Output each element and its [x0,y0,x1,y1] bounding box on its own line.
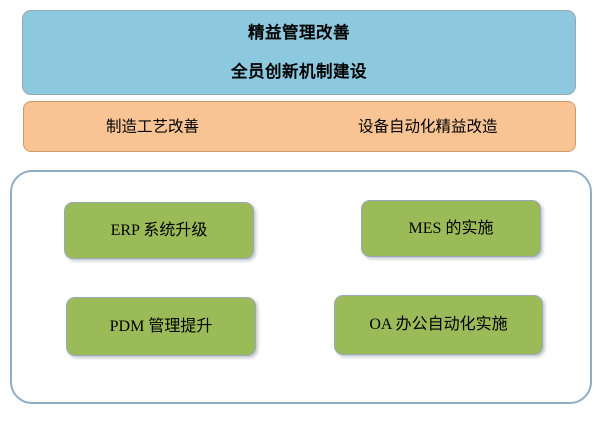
system-box-pdm-label: PDM 管理提升 [109,317,213,335]
system-box-pdm[interactable]: PDM 管理提升 [66,297,256,356]
system-box-oa[interactable]: OA 办公自动化实施 [334,295,543,355]
improvement-banner: 制造工艺改善 设备自动化精益改造 [23,101,576,152]
system-box-mes[interactable]: MES 的实施 [361,200,541,257]
system-box-erp[interactable]: ERP 系统升级 [64,202,254,259]
improvement-label-equipment-automation: 设备自动化精益改造 [358,117,498,135]
banner-title-line-1: 精益管理改善 [248,23,350,42]
lean-management-banner: 精益管理改善 全员创新机制建设 [22,10,576,95]
system-box-oa-label: OA 办公自动化实施 [369,316,508,333]
system-box-erp-label: ERP 系统升级 [110,221,208,239]
system-box-mes-label: MES 的实施 [408,219,494,237]
banner-title-line-2: 全员创新机制建设 [231,61,367,81]
improvement-label-manufacturing-process: 制造工艺改善 [106,117,200,135]
